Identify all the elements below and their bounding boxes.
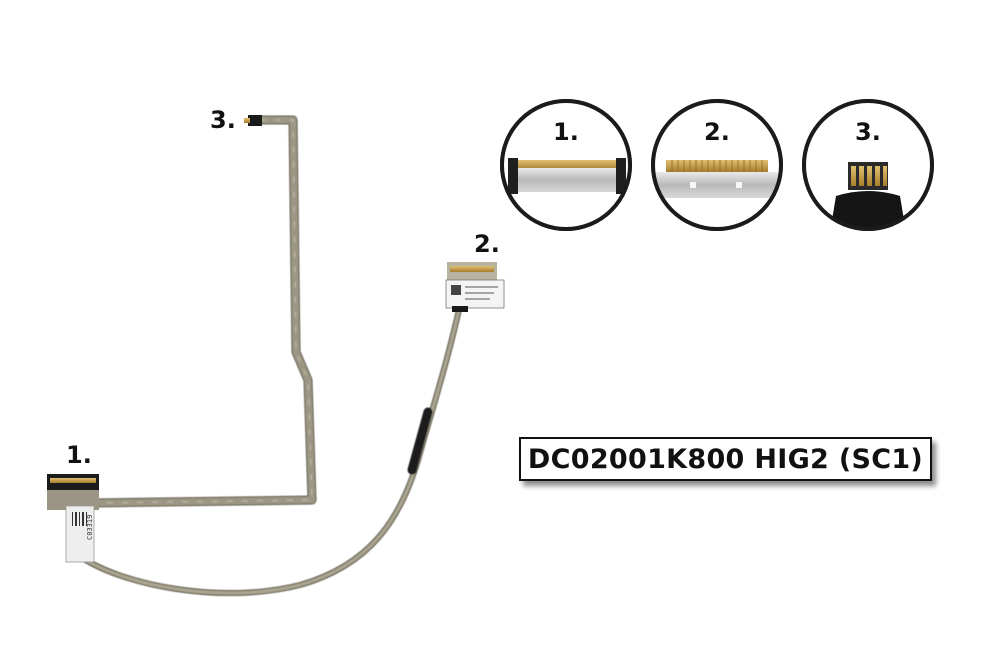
part-number-box: DC02001K800 HIG2 (SC1) (519, 437, 932, 481)
connector-3 (244, 115, 262, 126)
connector-1: C03319 (47, 474, 99, 563)
svg-text:C03319: C03319 (86, 515, 94, 540)
detail-circle-2: 2. (651, 99, 783, 231)
detail-circle-1: 1. (500, 99, 632, 231)
detail-label-2: 2. (704, 118, 730, 146)
callout-label-3: 3. (210, 106, 236, 134)
callout-label-1: 1. (66, 441, 92, 469)
round-cable (76, 304, 463, 596)
detail-label-3: 3. (855, 118, 881, 146)
connector-2 (445, 262, 505, 312)
ribbon-cable (91, 115, 317, 508)
detail-circle-3: 3. (802, 99, 934, 231)
part-number-text: DC02001K800 HIG2 (SC1) (527, 443, 924, 475)
detail-label-1: 1. (553, 118, 579, 146)
callout-label-2: 2. (474, 230, 500, 258)
